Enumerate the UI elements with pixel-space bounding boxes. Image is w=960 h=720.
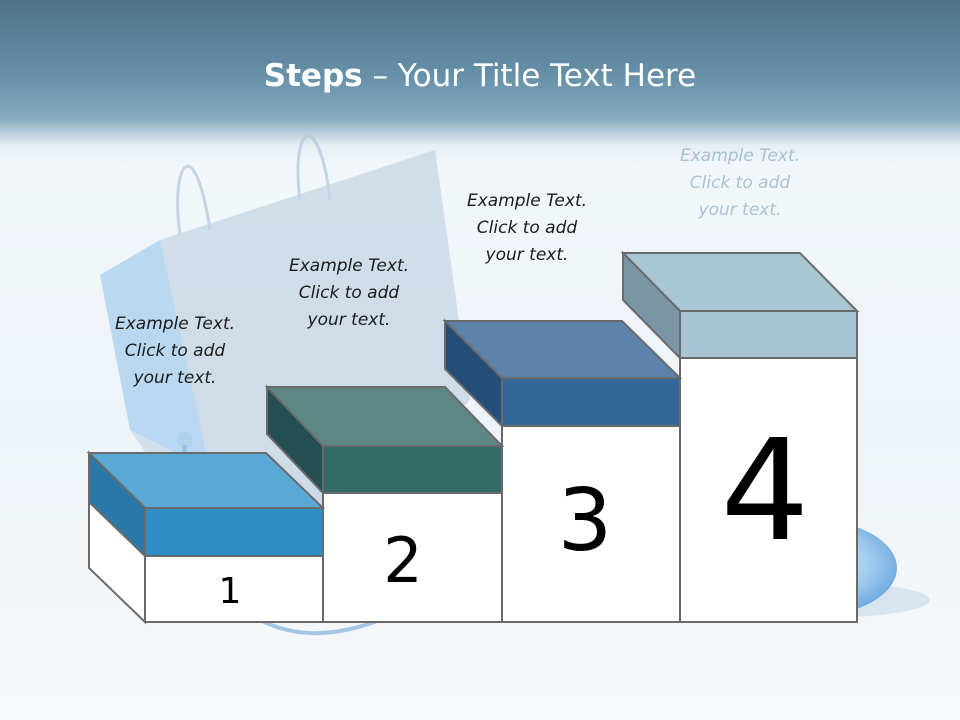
step-1-text-line: Click to add bbox=[124, 341, 226, 361]
step-1-block[interactable] bbox=[86, 450, 326, 559]
step-3-text-line: Click to add bbox=[476, 218, 578, 238]
step-2-number: 2 bbox=[383, 524, 423, 597]
slide-title[interactable]: Steps – Your Title Text Here bbox=[0, 54, 960, 98]
step-2-text-line: Example Text. bbox=[288, 256, 410, 276]
step-4-block[interactable] bbox=[620, 250, 860, 361]
step-2-block[interactable] bbox=[264, 384, 505, 496]
step-3-number: 3 bbox=[557, 471, 613, 571]
title-bold-text: Steps bbox=[263, 58, 363, 94]
step-4-text-line: Example Text. bbox=[679, 146, 801, 166]
step-4-text-line: Click to add bbox=[689, 173, 791, 193]
step-4-text-line: your text. bbox=[698, 200, 782, 220]
title-rest-text: – Your Title Text Here bbox=[362, 58, 697, 94]
step-1-text-line: Example Text. bbox=[114, 314, 236, 334]
step-3-text-line: Example Text. bbox=[466, 191, 588, 211]
title-banner bbox=[0, 0, 960, 165]
step-2-text-placeholder[interactable]: Example Text. Click to add your text. bbox=[259, 253, 439, 334]
step-3-text-line: your text. bbox=[485, 245, 569, 265]
step-4-number: 4 bbox=[720, 410, 810, 573]
step-2-text-line: Click to add bbox=[298, 283, 400, 303]
step-1-text-placeholder[interactable]: Example Text. Click to add your text. bbox=[85, 311, 265, 392]
step-1-text-line: your text. bbox=[133, 368, 217, 388]
step-3-block[interactable] bbox=[442, 318, 683, 429]
step-3-text-placeholder[interactable]: Example Text. Click to add your text. bbox=[437, 188, 617, 269]
step-4-text-placeholder[interactable]: Example Text. Click to add your text. bbox=[650, 143, 830, 224]
step-1-number: 1 bbox=[218, 571, 242, 612]
step-4-column bbox=[679, 310, 858, 623]
step-2-text-line: your text. bbox=[307, 310, 391, 330]
